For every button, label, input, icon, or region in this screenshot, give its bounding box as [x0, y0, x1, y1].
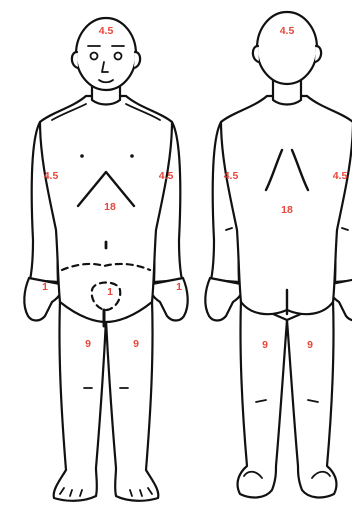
- front-left-hand-label: 1: [176, 281, 182, 293]
- front-right-arm-label: 4.5: [44, 170, 59, 182]
- front-right-hand-label: 1: [42, 281, 48, 293]
- back-left-leg-label: 9: [262, 339, 268, 351]
- front-left-nipple: [130, 154, 134, 158]
- back-right-ear: [315, 46, 321, 62]
- back-left-ear: [253, 46, 259, 62]
- front-left-hand: [151, 278, 188, 321]
- back-left-arm-label: 4.5: [224, 170, 239, 182]
- front-right-leg: [54, 300, 106, 501]
- front-head-label: 4.5: [99, 25, 114, 37]
- front-left-leg: [106, 300, 158, 501]
- back-head: [257, 12, 317, 84]
- back-trunk-label: 18: [281, 204, 293, 216]
- front-right-ear: [72, 52, 78, 68]
- back-right-arm-label: 4.5: [333, 170, 348, 182]
- front-right-leg-label: 9: [85, 338, 91, 350]
- back-left-leg: [238, 300, 287, 497]
- back-figure: [205, 12, 352, 497]
- front-right-nipple: [80, 154, 84, 158]
- front-figure: [24, 18, 187, 501]
- front-left-ear: [134, 52, 140, 68]
- front-genitalia-label: 1: [107, 286, 113, 298]
- front-trunk-label: 18: [104, 201, 116, 213]
- back-right-leg-label: 9: [307, 339, 313, 351]
- front-left-arm-label: 4.5: [159, 170, 174, 182]
- back-left-hand: [205, 278, 242, 321]
- back-head-label: 4.5: [280, 25, 295, 37]
- front-left-leg-label: 9: [133, 338, 139, 350]
- back-right-leg: [287, 300, 336, 497]
